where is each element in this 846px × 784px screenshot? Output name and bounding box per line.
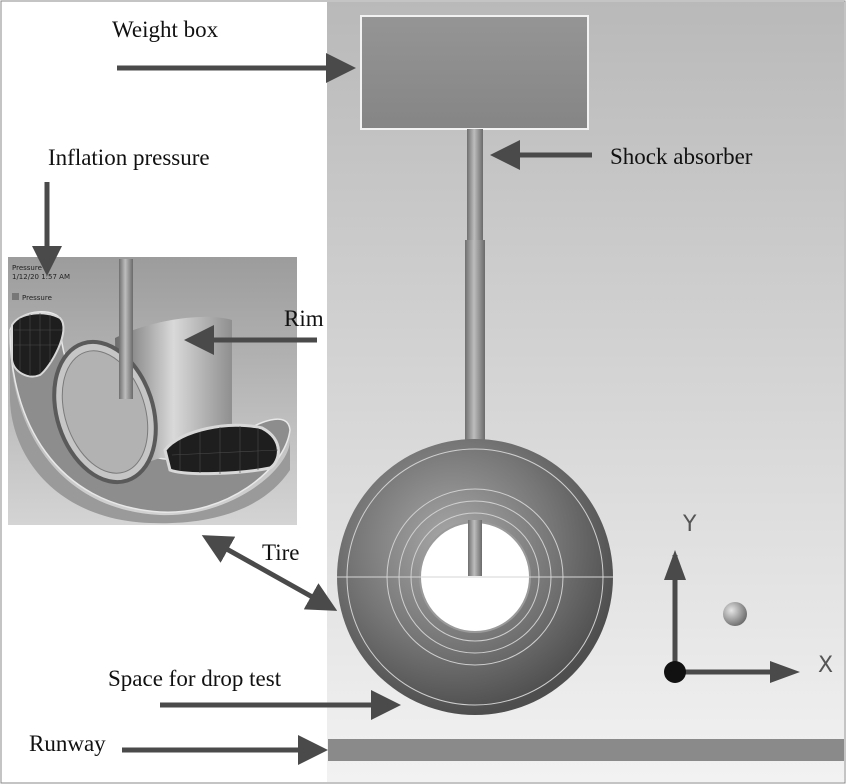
cross-section-inset: Pressure 1/12/20 1:57 AM Pressure	[8, 257, 297, 525]
runway-label: Runway	[29, 731, 106, 756]
coordinate-axes: Y X	[664, 512, 833, 683]
tire-model	[337, 439, 613, 715]
rim-label: Rim	[284, 306, 324, 331]
tire-label: Tire	[262, 540, 300, 565]
inset-legend-swatch	[12, 293, 19, 300]
y-axis-label: Y	[682, 512, 697, 537]
inset-cut-face-right	[163, 423, 280, 476]
x-axis-arrowhead	[770, 661, 800, 683]
axle-rod	[468, 520, 482, 576]
space-for-drop-test-label: Space for drop test	[108, 666, 282, 691]
inset-shock-rod	[119, 259, 133, 399]
inset-mesh-lines	[14, 313, 279, 474]
tire-arrow	[201, 535, 338, 611]
inset-timestamp: 1/12/20 1:57 AM	[12, 273, 70, 281]
weight-box-label: Weight box	[112, 17, 219, 42]
inset-title: Pressure	[12, 264, 42, 272]
shock-absorber-upper-rod	[467, 129, 483, 245]
weight-box	[360, 15, 589, 130]
runway-strip	[328, 739, 844, 761]
shock-absorber-lower-rod	[465, 240, 485, 440]
inflation-pressure-label: Inflation pressure	[48, 145, 210, 170]
shock-absorber-label: Shock absorber	[610, 144, 753, 169]
inset-legend-label: Pressure	[22, 294, 52, 302]
x-axis-label: X	[818, 653, 833, 678]
reference-sphere	[723, 602, 747, 626]
y-axis-arrowhead	[664, 550, 686, 580]
axis-origin-dot	[664, 661, 686, 683]
